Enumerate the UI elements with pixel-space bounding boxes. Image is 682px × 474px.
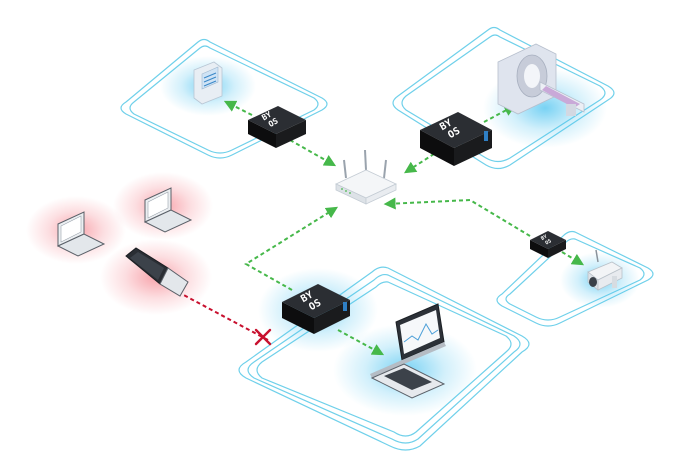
svg-text:BY OS: BY OS <box>540 232 554 247</box>
link-gateway1-monitor <box>223 100 253 116</box>
svg-text:BY OS: BY OS <box>438 115 465 143</box>
security-camera-icon <box>587 249 623 291</box>
gateway-label-line2: OS <box>307 298 323 314</box>
laptop-icon <box>56 211 106 257</box>
link-gateway3-laptop <box>337 329 385 356</box>
link-gateway3-router <box>244 206 339 291</box>
link-gateway1-router <box>289 139 337 167</box>
link-gateway4-camera <box>561 251 585 266</box>
zone-medical-monitor <box>120 38 328 159</box>
laptop-icon <box>370 303 446 399</box>
zone-workstation <box>238 266 530 451</box>
gateway-label-line1: BY <box>540 234 548 242</box>
blocked-x-icon <box>254 328 272 346</box>
svg-text:BY OS: BY OS <box>260 107 282 130</box>
gateway-label-line2: OS <box>446 126 462 142</box>
link-gateway4-router <box>383 197 531 237</box>
blocked-link <box>177 291 269 341</box>
laptop-icon <box>125 247 189 297</box>
gateway-label-line2: OS <box>267 116 280 129</box>
zone-mri-scanner <box>392 26 615 170</box>
mri-scanner-icon <box>497 43 585 116</box>
svg-text:BY OS: BY OS <box>299 287 326 315</box>
gateway-device-icon: BY OS <box>282 284 350 334</box>
laptop-icon <box>143 187 193 233</box>
gateway-label-line2: OS <box>544 238 552 246</box>
wifi-router-icon <box>335 149 397 205</box>
gateway-device-icon: BY OS <box>248 106 306 148</box>
gateway-device-icon: BY OS <box>530 231 566 258</box>
zone-security-camera <box>496 230 654 327</box>
gateway-device-icon: BY OS <box>420 112 492 166</box>
medical-monitor-icon <box>193 61 223 105</box>
